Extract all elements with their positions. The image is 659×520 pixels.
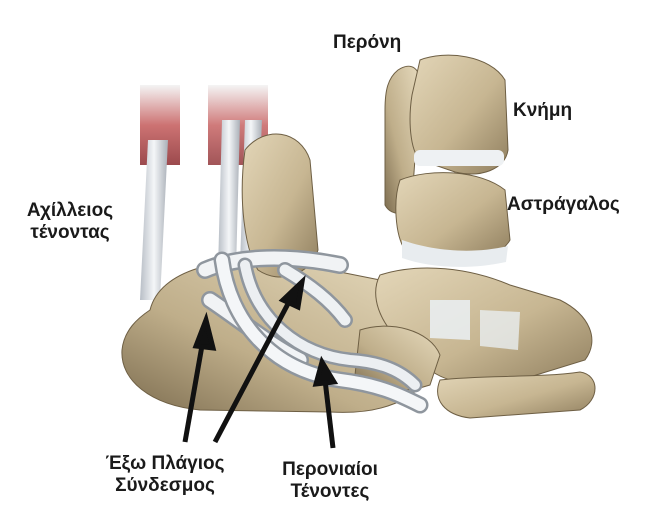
label-fibula: Περόνη — [333, 32, 401, 54]
label-peroneal-tendons-line2: Τένοντες — [265, 481, 395, 503]
label-peroneal-tendons-line1: Περονιαίοι — [265, 459, 395, 481]
label-lateral-ligament-line1: Έξω Πλάγιος — [85, 453, 245, 475]
label-achilles-line1: Αχίλλειος — [6, 200, 134, 222]
label-achilles-line2: τένοντας — [6, 222, 134, 244]
label-lateral-ligament-line2: Σύνδεσμος — [85, 475, 245, 497]
label-achilles: Αχίλλειος τένοντας — [6, 200, 134, 244]
label-peroneal-tendons: Περονιαίοι Τένοντες — [265, 459, 395, 503]
label-tibia: Κνήμη — [513, 100, 572, 122]
label-talus: Αστράγαλος — [507, 194, 620, 216]
label-lateral-ligament: Έξω Πλάγιος Σύνδεσμος — [85, 453, 245, 497]
